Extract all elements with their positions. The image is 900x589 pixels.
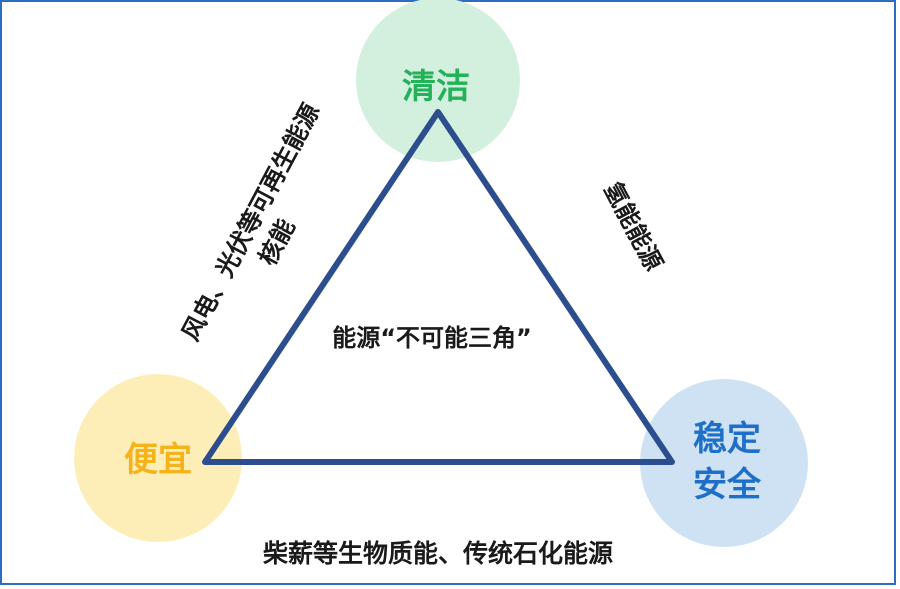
node-clean-circle [356, 0, 520, 162]
center-label: 能源“不可能三角” [332, 324, 532, 352]
node-cheap-circle [74, 374, 242, 542]
bottom-edge-label: 柴薪等生物质能、传统石化能源 [263, 539, 613, 568]
node-stable-label-line2: 安全 [693, 465, 762, 505]
right-edge-label: 氢能能源 [598, 177, 668, 275]
node-clean-label: 清洁 [402, 67, 470, 107]
left-edge-label-line1: 风电、光伏等可再生能源 [177, 99, 326, 345]
node-stable-label-line1: 稳定 [693, 419, 761, 459]
node-cheap-label: 便宜 [124, 440, 192, 480]
node-stable-circle [640, 379, 808, 547]
impossible-triangle [202, 109, 675, 465]
